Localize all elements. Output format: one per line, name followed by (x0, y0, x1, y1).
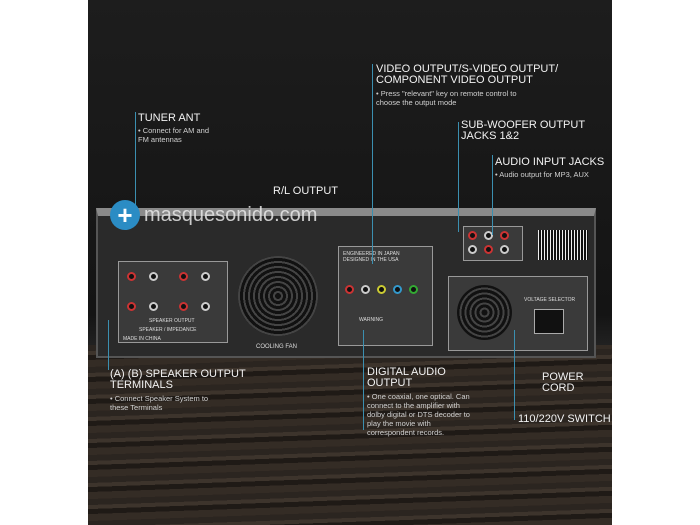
callout-line (135, 112, 136, 222)
tuner-ant-desc: • Connect for AM and FM antennas (138, 126, 209, 144)
digital-audio-desc: • One coaxial, one optical. Can connect … (367, 392, 470, 437)
callout-line (108, 320, 109, 370)
av-output-panel: ENGINEERED IN JAPAN DESIGNED IN THE USA … (338, 246, 433, 346)
speaker-terminals-title: (A) (B) SPEAKER OUTPUT TERMINALS (110, 368, 246, 391)
power-socket (534, 309, 564, 334)
barcode (538, 230, 588, 260)
audio-input-desc: • Audio output for MP3, AUX (495, 170, 589, 179)
power-cord-title: POWER CORD (542, 371, 584, 394)
engineered-label: ENGINEERED IN JAPAN DESIGNED IN THE USA (343, 251, 400, 263)
made-in-label: MADE IN CHINA (123, 336, 161, 342)
voltage-selector-label: VOLTAGE SELECTOR (524, 297, 576, 303)
callout-line (363, 330, 364, 430)
audio-input-title: AUDIO INPUT JACKS (495, 156, 605, 168)
video-output-title: VIDEO OUTPUT/S-VIDEO OUTPUT/ COMPONENT V… (376, 63, 559, 86)
speaker-terminals-desc: • Connect Speaker System to these Termin… (110, 394, 209, 412)
watermark-text: masquesonido.com (144, 204, 318, 226)
audio-input-panel (463, 226, 523, 261)
power-panel: VOLTAGE SELECTOR (448, 276, 588, 351)
callout-line (372, 64, 373, 264)
warning-label: WARNING (359, 317, 383, 323)
impedance-label: SPEAKER / IMPEDANCE (139, 327, 197, 333)
amplifier-rear-panel: SPEAKER OUTPUT SPEAKER / IMPEDANCE MADE … (96, 208, 596, 358)
speaker-output-label: SPEAKER OUTPUT (149, 318, 195, 324)
tuner-ant-title: TUNER ANT (138, 112, 201, 124)
speaker-terminal-panel: SPEAKER OUTPUT SPEAKER / IMPEDANCE MADE … (118, 261, 228, 343)
callout-line (514, 330, 515, 420)
callout-line (492, 155, 493, 235)
digital-audio-title: DIGITAL AUDIO OUTPUT (367, 366, 446, 389)
callout-line (458, 122, 459, 232)
cooling-fan-grille (238, 256, 318, 336)
voltage-switch-title: 110/220V SWITCH (518, 413, 611, 425)
wood-floor (88, 345, 612, 525)
product-photo: SPEAKER OUTPUT SPEAKER / IMPEDANCE MADE … (88, 0, 612, 525)
video-output-desc: • Press "relevant" key on remote control… (376, 89, 517, 107)
cooling-fan-label: COOLING FAN (256, 344, 298, 350)
fan-grille-2 (457, 285, 512, 340)
subwoofer-title: SUB-WOOFER OUTPUT JACKS 1&2 (461, 119, 585, 142)
plus-icon: + (110, 200, 140, 230)
watermark: + masquesonido.com (110, 200, 317, 230)
rl-output-title: R/L OUTPUT (273, 185, 338, 197)
